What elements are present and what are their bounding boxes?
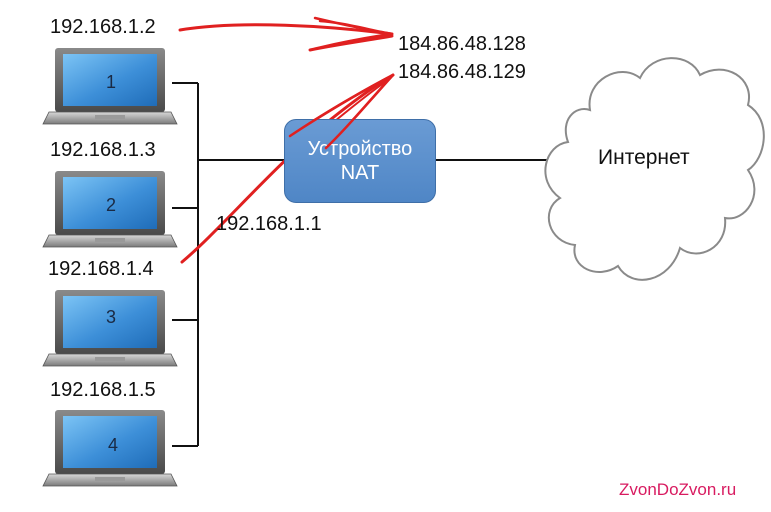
laptop-1 <box>42 48 178 125</box>
laptop-4-ip: 192.168.1.5 <box>50 379 156 401</box>
public-ip-2: 184.86.48.129 <box>398 61 526 83</box>
red-arrow-top <box>178 23 394 52</box>
laptop-3-ip: 192.168.1.4 <box>48 258 154 280</box>
network-wires <box>172 82 565 447</box>
laptop-2-ip: 192.168.1.3 <box>50 139 156 161</box>
internet-cloud <box>544 57 765 281</box>
laptop-1-number: 1 <box>106 72 116 92</box>
laptop-2 <box>42 171 178 248</box>
nat-device: Устройство NAT <box>284 119 436 203</box>
nat-label-line1: Устройство <box>307 138 413 160</box>
laptop-3 <box>42 290 178 367</box>
laptop-4-number: 4 <box>108 435 118 455</box>
internet-label: Интернет <box>598 146 690 169</box>
laptop-2-number: 2 <box>106 195 116 215</box>
laptop-3-number: 3 <box>106 307 116 327</box>
laptop-1-ip: 192.168.1.2 <box>50 16 156 38</box>
red-arrow-top-head <box>313 16 394 36</box>
nat-label-line2: NAT <box>340 162 380 184</box>
laptop-4 <box>42 410 178 487</box>
public-ip-1: 184.86.48.128 <box>398 33 526 55</box>
watermark: ZvonDoZvon.ru <box>619 480 737 499</box>
nat-inner-ip: 192.168.1.1 <box>216 213 322 235</box>
